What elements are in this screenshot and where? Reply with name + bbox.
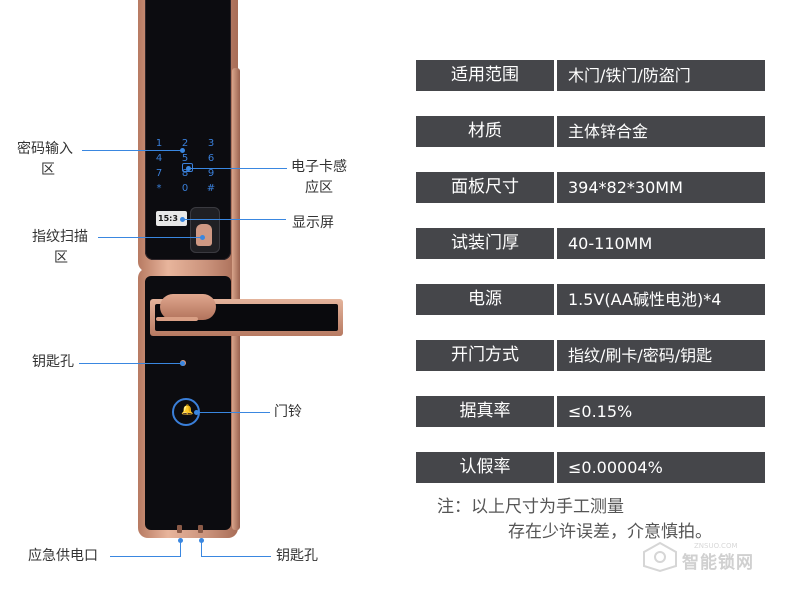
- spec-label: 面板尺寸: [416, 172, 554, 203]
- emergency-power-port: [177, 525, 182, 533]
- watermark-url: ZNSUO.COM: [694, 542, 738, 550]
- keypad-key: 6: [207, 153, 215, 164]
- callout-keypad-line2: 区: [41, 162, 55, 178]
- keypad-key: 2: [181, 138, 189, 149]
- handle-base: [160, 294, 216, 320]
- callout-keyhole-dot: [180, 361, 185, 366]
- note-line1: 注：以上尺寸为手工测量: [437, 497, 624, 517]
- callout-display-dot: [180, 217, 185, 222]
- callout-keypad-dot: [180, 148, 185, 153]
- callout-emergency-power: 应急供电口: [28, 548, 98, 564]
- spec-value: 40-110MM: [557, 228, 765, 259]
- callout-keyhole: 钥匙孔: [32, 354, 74, 370]
- watermark-name: 智能锁网: [682, 553, 754, 573]
- keypad-key: 4: [155, 153, 163, 164]
- spec-label: 材质: [416, 116, 554, 147]
- callout-card-line: [190, 168, 287, 169]
- spec-label: 认假率: [416, 452, 554, 483]
- callout-keypad-line1: 密码输入: [17, 141, 73, 157]
- callout-fingerprint-dot: [200, 235, 205, 240]
- keypad-key: #: [206, 183, 216, 194]
- callout-keyhole-bottom-line: [201, 556, 271, 557]
- spec-row: 认假率≤0.00004%: [416, 452, 765, 483]
- keypad-key: 8: [181, 168, 189, 179]
- callout-emergency-vline: [180, 540, 181, 557]
- callout-display: 显示屏: [292, 215, 334, 231]
- callout-fingerprint-line: [98, 237, 202, 238]
- keypad: 1 2 3 4 5 6 7 8 9 * 0 #: [152, 138, 224, 196]
- keypad-key: 9: [207, 168, 215, 179]
- callout-card-dot: [186, 166, 191, 171]
- spec-row: 适用范围木门/铁门/防盗门: [416, 60, 765, 91]
- keypad-key: 7: [155, 168, 163, 179]
- spec-label: 适用范围: [416, 60, 554, 91]
- bottom-keyhole: [198, 525, 203, 533]
- spec-value: ≤0.15%: [557, 396, 765, 427]
- spec-row: 开门方式指纹/刷卡/密码/钥匙: [416, 340, 765, 371]
- keypad-key: *: [156, 183, 162, 194]
- callout-card-line1: 电子卡感: [291, 159, 347, 175]
- callout-keyhole-bottom: 钥匙孔: [276, 548, 318, 564]
- handle-accent: [156, 317, 198, 321]
- keypad-key: 1: [155, 138, 163, 149]
- spec-label: 电源: [416, 284, 554, 315]
- callout-display-line: [184, 219, 286, 220]
- lock-display: 15:3: [156, 211, 187, 226]
- spec-row: 据真率≤0.15%: [416, 396, 765, 427]
- keypad-key: 0: [181, 183, 189, 194]
- spec-value: ≤0.00004%: [557, 452, 765, 483]
- callout-card-line2: 应区: [305, 180, 333, 196]
- card-reader-icon: [182, 163, 193, 172]
- callout-keypad-line: [82, 150, 182, 151]
- spec-value: 指纹/刷卡/密码/钥匙: [557, 340, 765, 371]
- watermark-logo-icon: [643, 541, 677, 573]
- keypad-key: 5: [181, 153, 189, 164]
- callout-doorbell-dot: [194, 410, 199, 415]
- spec-value: 主体锌合金: [557, 116, 765, 147]
- spec-row: 材质主体锌合金: [416, 116, 765, 147]
- spec-label: 开门方式: [416, 340, 554, 371]
- callout-keyhole-bottom-vline: [201, 540, 202, 557]
- callout-keyhole-line: [79, 363, 182, 364]
- callout-keyhole-bottom-dot: [199, 538, 204, 543]
- note-line2: 存在少许误差，介意慎拍。: [508, 522, 712, 542]
- spec-label: 据真率: [416, 396, 554, 427]
- callout-fingerprint-line2: 区: [54, 250, 68, 266]
- spec-value: 1.5V(AA碱性电池)*4: [557, 284, 765, 315]
- callout-doorbell: 门铃: [274, 404, 302, 420]
- callout-doorbell-line: [196, 412, 270, 413]
- callout-fingerprint-line1: 指纹扫描: [32, 229, 88, 245]
- callout-emergency-line: [110, 556, 180, 557]
- spec-value: 394*82*30MM: [557, 172, 765, 203]
- keypad-key: 3: [207, 138, 215, 149]
- callout-emergency-dot: [178, 538, 183, 543]
- spec-value: 木门/铁门/防盗门: [557, 60, 765, 91]
- bell-icon: 🔔: [181, 405, 194, 416]
- spec-label: 试装门厚: [416, 228, 554, 259]
